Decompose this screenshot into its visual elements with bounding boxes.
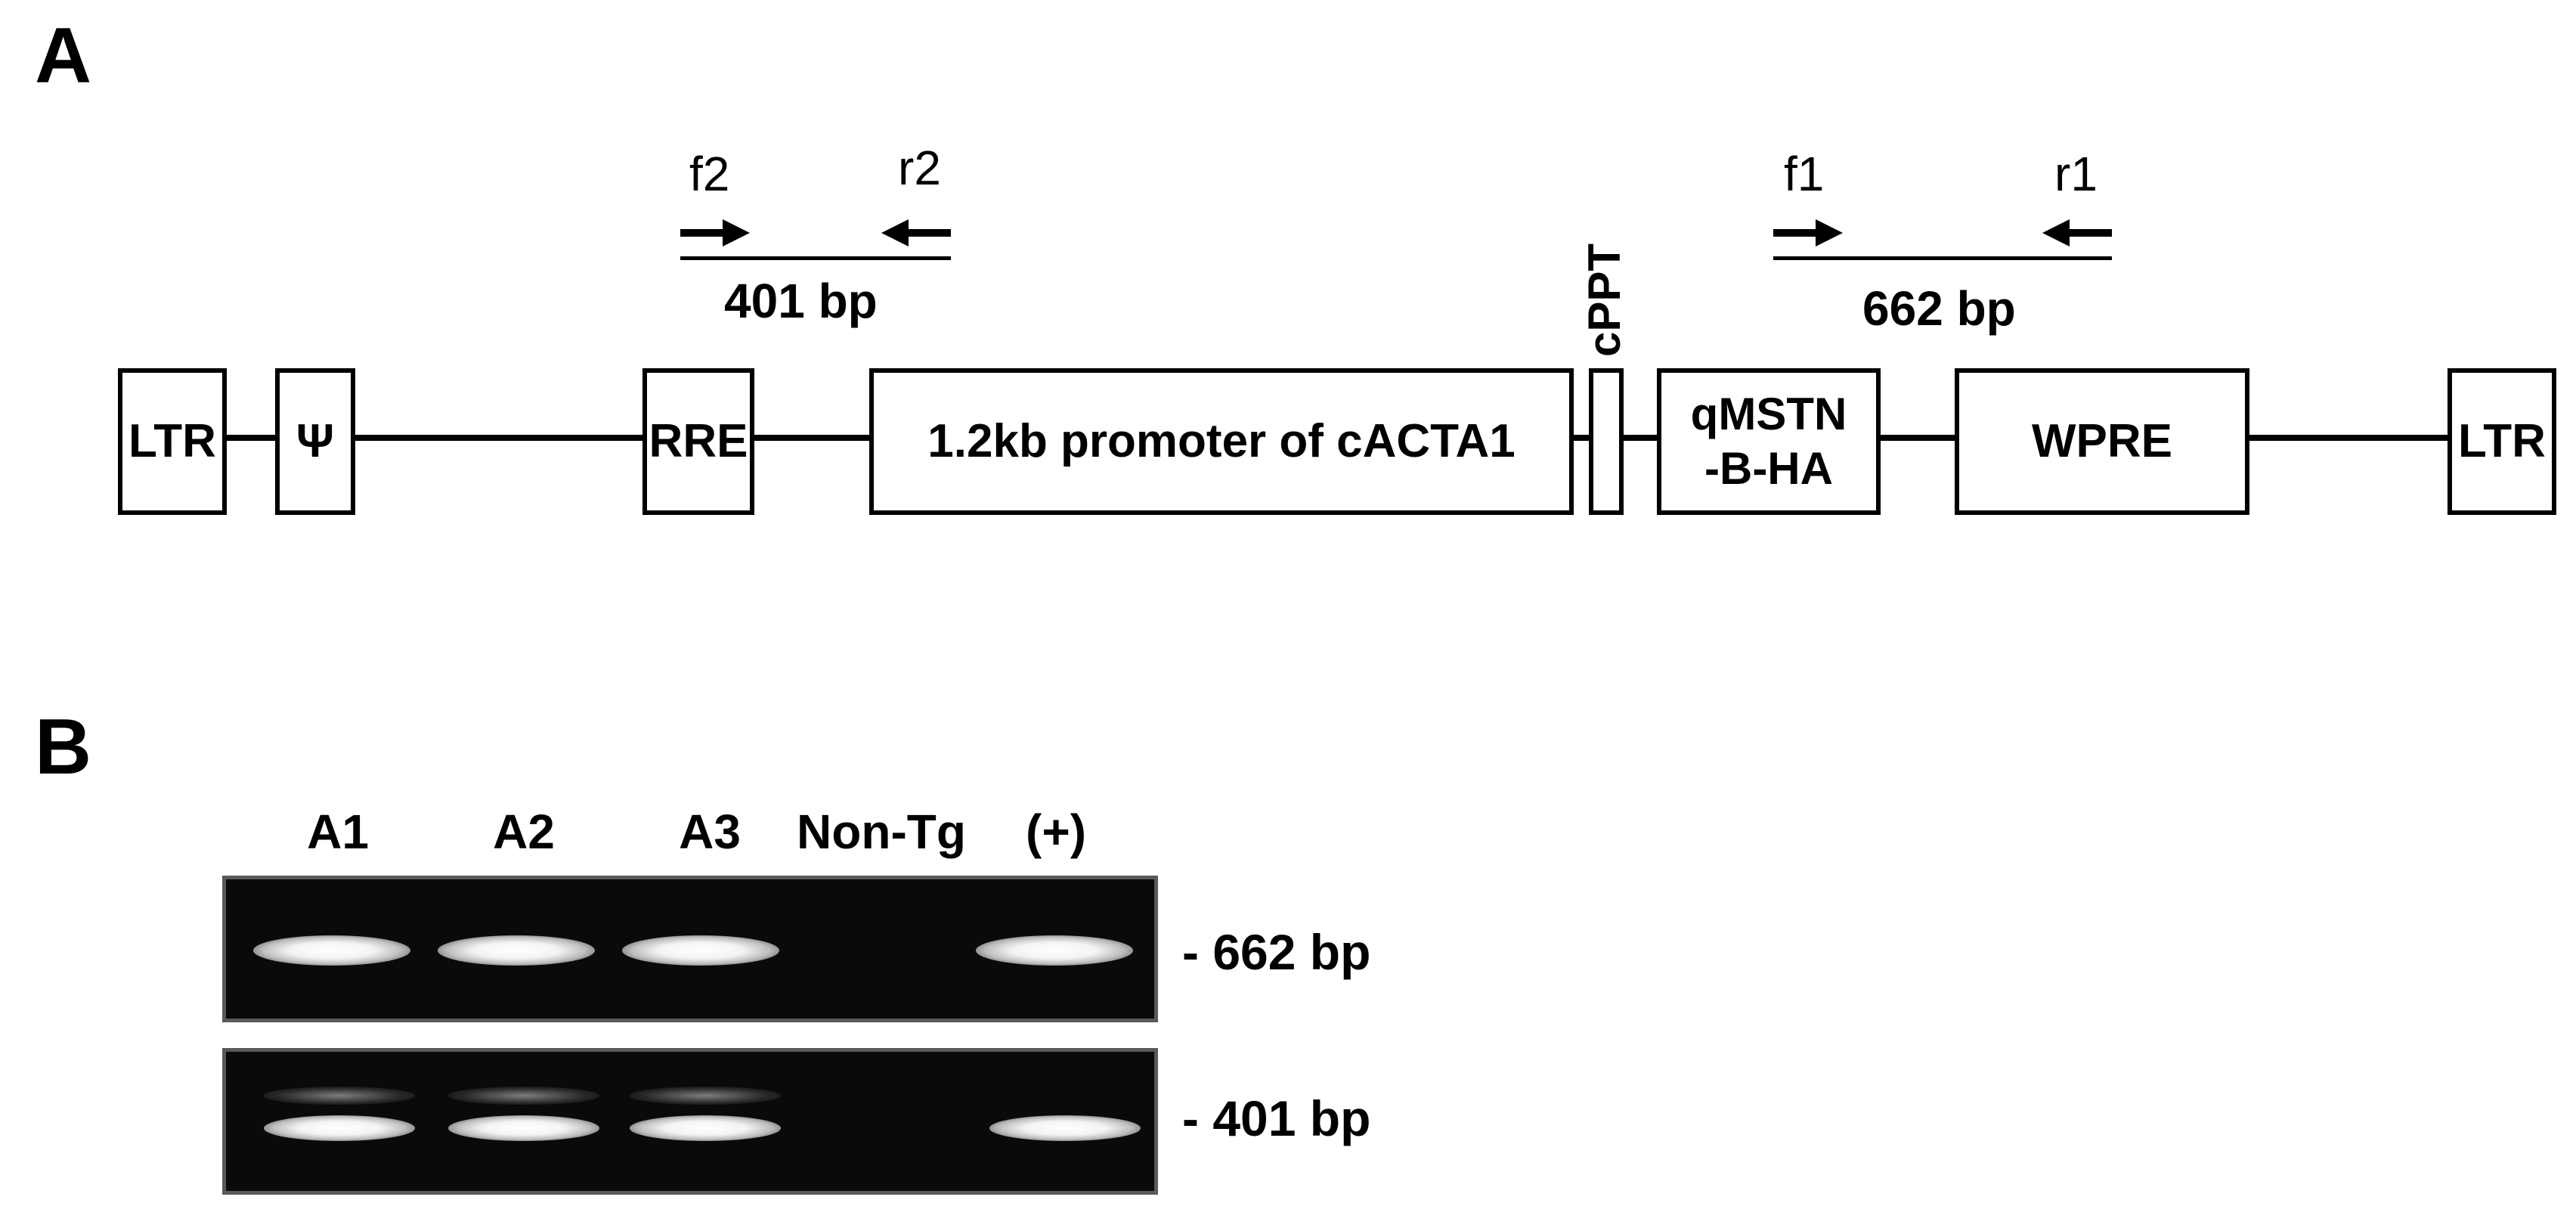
forward-arrow-icon <box>680 219 750 247</box>
amplicon-662-size: 662 bp <box>1862 281 2016 336</box>
band-a1-401 <box>264 1115 415 1141</box>
cppt-box <box>1589 368 1624 515</box>
promoter-box: 1.2kb promoter of cACTA1 <box>869 368 1574 515</box>
band-a3-662 <box>622 935 779 966</box>
band-a2-401 <box>448 1115 599 1141</box>
gel-image-662 <box>222 876 1158 1022</box>
reverse-arrow-icon <box>881 219 951 247</box>
ltr-right-box: LTR <box>2448 368 2556 515</box>
band-a2-401-upper <box>448 1087 599 1105</box>
amplicon-401-size: 401 bp <box>724 274 878 328</box>
backbone-line <box>754 435 869 441</box>
primer-r1-label: r1 <box>2054 147 2098 201</box>
ltr-right-label: LTR <box>2458 414 2546 467</box>
backbone-line <box>1881 435 1955 441</box>
lane-label-a2: A2 <box>493 805 555 859</box>
psi-box: Ψ <box>275 368 355 515</box>
reverse-arrow-icon <box>2042 219 2112 247</box>
gel-image-401 <box>222 1048 1158 1195</box>
backbone-line <box>1624 435 1657 441</box>
lane-label-positive: (+) <box>1026 805 1086 859</box>
primer-r2-label: r2 <box>898 141 941 195</box>
rre-box: RRE <box>642 368 754 515</box>
amplicon-662-line <box>1773 256 2112 260</box>
rre-label: RRE <box>649 414 748 467</box>
backbone-line <box>227 435 275 441</box>
qmstn-label-line2: -B-HA <box>1704 443 1833 494</box>
panel-label-a: A <box>35 12 92 100</box>
ltr-left-label: LTR <box>128 414 216 467</box>
psi-label: Ψ <box>296 414 335 467</box>
band-a3-401-upper <box>630 1087 781 1105</box>
backbone-line <box>355 435 642 441</box>
lane-label-non-tg: Non-Tg <box>797 805 966 859</box>
primer-f2-label: f2 <box>689 147 730 201</box>
backbone-line <box>1574 435 1589 441</box>
amplicon-401-line <box>680 256 951 260</box>
band-a3-401 <box>630 1115 781 1141</box>
size-label-662: - 662 bp <box>1182 924 1371 980</box>
forward-arrow-icon <box>1773 219 1843 247</box>
lane-label-a1: A1 <box>307 805 369 859</box>
band-positive-401 <box>989 1115 1141 1141</box>
band-positive-662 <box>976 935 1133 966</box>
vector-construct-diagram: LTR Ψ RRE 1.2kb promoter of cACTA1 cPPT … <box>0 0 2576 590</box>
qmstn-box: qMSTN -B-HA <box>1657 368 1881 515</box>
primer-f1-label: f1 <box>1784 147 1825 201</box>
lane-label-a3: A3 <box>679 805 741 859</box>
backbone-line <box>2249 435 2448 441</box>
promoter-label: 1.2kb promoter of cACTA1 <box>927 414 1516 467</box>
panel-label-b: B <box>35 703 92 791</box>
wpre-box: WPRE <box>1955 368 2249 515</box>
band-a1-662 <box>253 935 410 966</box>
ltr-left-box: LTR <box>118 368 227 515</box>
wpre-label: WPRE <box>2032 414 2172 467</box>
qmstn-label-line1: qMSTN <box>1690 389 1847 439</box>
band-a1-401-upper <box>264 1087 415 1105</box>
size-label-401: - 401 bp <box>1182 1090 1371 1146</box>
band-a2-662 <box>438 935 595 966</box>
cppt-label: cPPT <box>1579 243 1630 358</box>
